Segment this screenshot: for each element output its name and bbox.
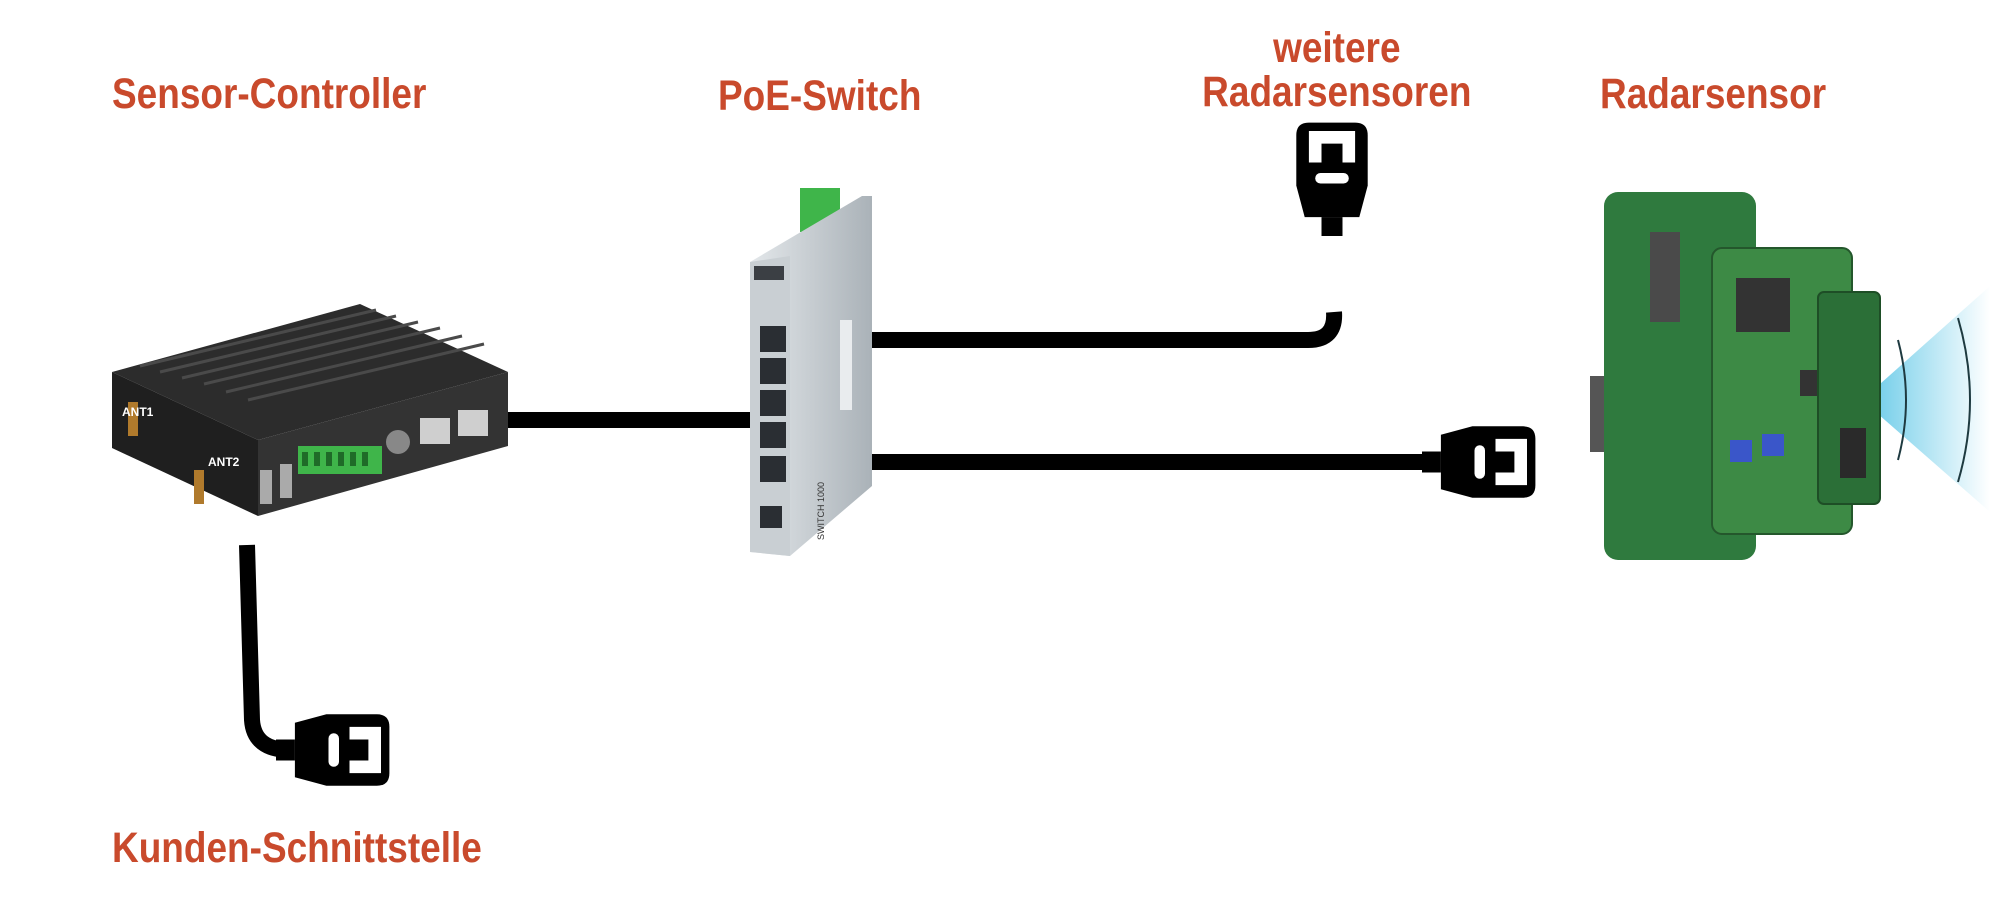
further-radar-sensors-label: weitere Radarsensoren	[1182, 26, 1492, 114]
switch-model-label: SWITCH 1000	[816, 482, 826, 540]
further-radar-sensors-line1: weitere	[1273, 24, 1401, 72]
cable-controller-customer	[239, 544, 291, 758]
rj45-plug-icon	[1296, 122, 1368, 236]
ant2-label: ANT2	[208, 455, 240, 469]
sensor-controller-label: Sensor-Controller	[112, 70, 427, 118]
ant1-label: ANT1	[122, 405, 154, 419]
customer-interface-label: Kunden-Schnittstelle	[112, 824, 482, 872]
cable-switch-further-sensors	[868, 311, 1343, 348]
rj45-plug-icon	[1422, 426, 1536, 498]
sensor-controller-device: ANT1 ANT2	[112, 304, 508, 516]
further-radar-sensors-line2: Radarsensoren	[1202, 68, 1472, 116]
radar-sensor-label: Radarsensor	[1600, 70, 1827, 118]
radar-sensor-device	[1590, 192, 1990, 560]
poe-switch-device: SWITCH 1000	[750, 188, 872, 556]
poe-switch-label: PoE-Switch	[718, 72, 922, 120]
rj45-plug-icon	[276, 714, 390, 786]
radar-wave-icon	[1862, 286, 1990, 512]
